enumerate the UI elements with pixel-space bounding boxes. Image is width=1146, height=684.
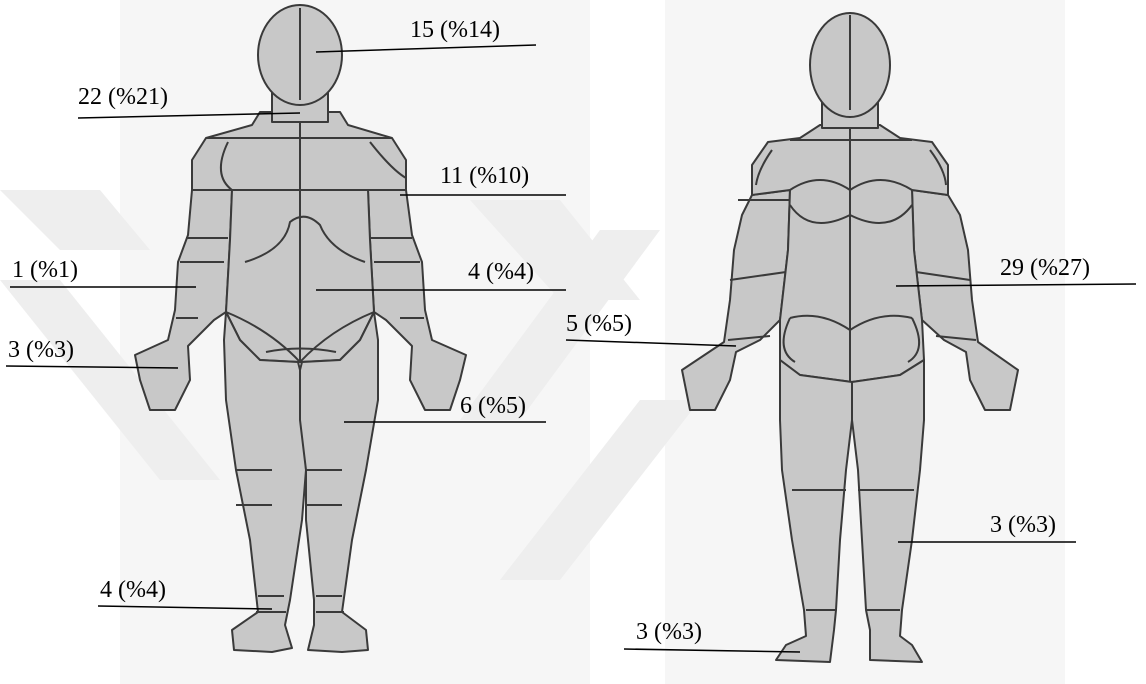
label-forearm: 1 (%1) xyxy=(12,258,78,282)
label-head: 15 (%14) xyxy=(410,18,500,42)
label-thigh: 6 (%5) xyxy=(460,394,526,418)
label-hand: 3 (%3) xyxy=(8,338,74,362)
label-abdomen: 4 (%4) xyxy=(468,260,534,284)
label-neck: 22 (%21) xyxy=(78,85,168,109)
label-calf: 3 (%3) xyxy=(990,513,1056,537)
label-back: 29 (%27) xyxy=(1000,256,1090,280)
label-upper-arm: 11 (%10) xyxy=(440,164,529,188)
label-ankle: 4 (%4) xyxy=(100,578,166,602)
label-foot: 3 (%3) xyxy=(636,620,702,644)
label-wrist: 5 (%5) xyxy=(566,312,632,336)
